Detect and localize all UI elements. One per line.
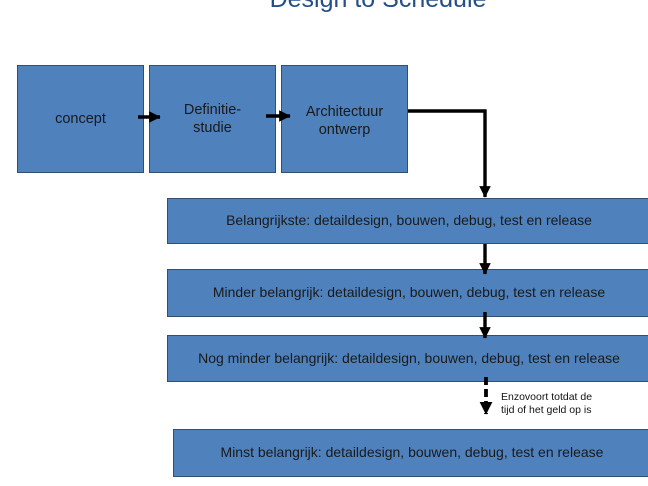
architecture-design-box: Architectuur ontwerp: [281, 65, 408, 173]
continuation-note-line1: Enzovoort totdat de: [501, 391, 593, 403]
concept-box: concept: [17, 65, 144, 173]
definition-study-label-line1: Definitie-: [183, 101, 242, 118]
stage-box-least-important: Minst belangrijk: detaildesign, bouwen, …: [173, 429, 648, 477]
definition-study-label: Definitie- studie: [184, 101, 241, 137]
continuation-note: Enzovoort totdat de tijd of het geld op …: [501, 391, 592, 417]
stage-box-even-less-important: Nog minder belangrijk: detaildesign, bou…: [167, 335, 648, 382]
architecture-design-label-line2: ontwerp: [318, 122, 371, 139]
definition-study-box: Definitie- studie: [149, 65, 276, 173]
architecture-design-label-line1: Architectuur: [305, 104, 384, 120]
definition-study-label-line2: studie: [193, 120, 232, 136]
stage-box-most-important: Belangrijkste: detaildesign, bouwen, deb…: [167, 198, 648, 244]
concept-label: concept: [55, 110, 106, 127]
arrow-architecture-to-first-stage: [408, 109, 491, 198]
stage-box-less-important: Minder belangrijk: detaildesign, bouwen,…: [167, 269, 648, 317]
stage-label: Nog minder belangrijk: detaildesign, bou…: [198, 349, 620, 366]
architecture-design-label: Architectuur ontwerp: [306, 103, 383, 139]
slide-title: Design to Schedule: [0, 0, 648, 14]
stage-label: Belangrijkste: detaildesign, bouwen, deb…: [226, 212, 592, 229]
stage-label: Minst belangrijk: detaildesign, bouwen, …: [220, 444, 604, 461]
continuation-note-line2: tijd of het geld op is: [501, 404, 592, 416]
stage-label: Minder belangrijk: detaildesign, bouwen,…: [212, 284, 606, 301]
